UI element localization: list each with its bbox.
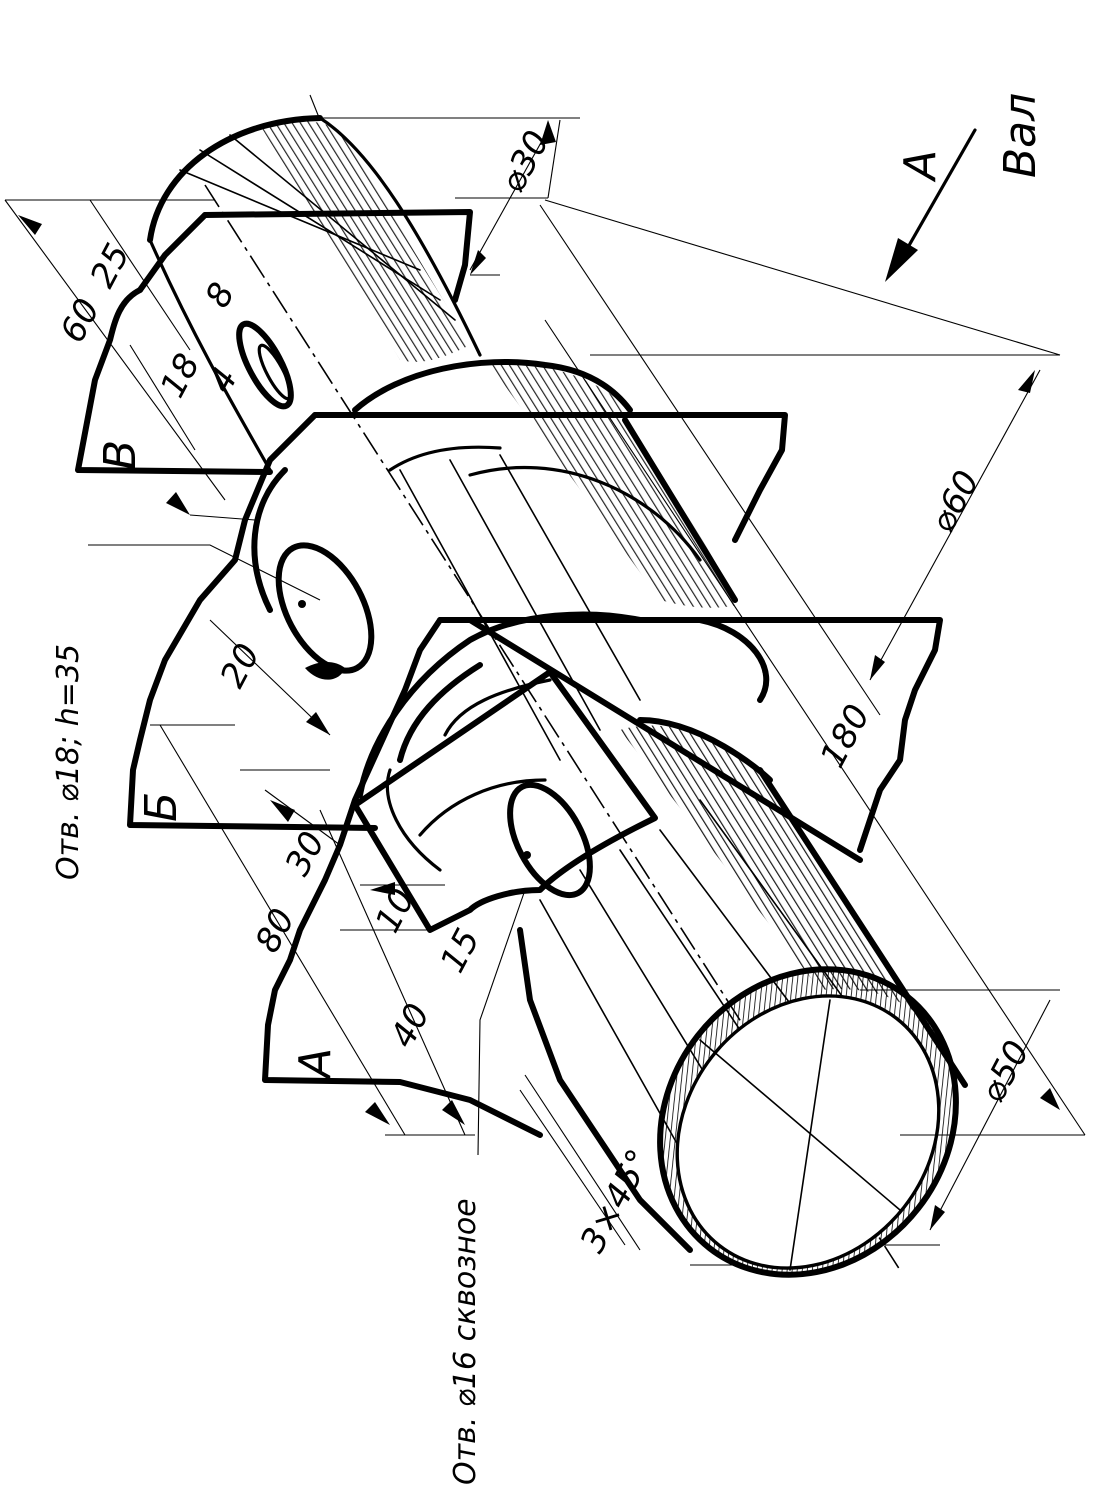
dim-chamfer: 3×45°: [573, 1143, 660, 1259]
dim-15: 15: [433, 922, 489, 979]
keyway-slot: [236, 320, 294, 410]
collar-cylinder: [352, 359, 740, 761]
bottom-hole-note: Отв. ⌀16 сквозное: [448, 1198, 483, 1485]
step-ring: [357, 611, 770, 872]
view-arrow-label: A: [895, 150, 946, 183]
section-label-b: Б: [136, 792, 187, 822]
dimension-arrows: [18, 120, 1060, 1230]
small-end-cylinder: [147, 115, 482, 472]
end-face: [657, 966, 959, 1278]
dim-4: 4: [201, 361, 246, 399]
view-direction-arrow: [885, 128, 977, 282]
section-plane-v: [75, 209, 473, 475]
section-label-a: А: [290, 1048, 341, 1081]
dim-180: 180: [813, 698, 879, 774]
through-hole: [507, 781, 593, 899]
dim-40: 40: [383, 997, 439, 1054]
dimension-lines: [4, 94, 1086, 1266]
blind-hole: [275, 542, 375, 680]
dim-8: 8: [198, 276, 243, 314]
dim-25: 25: [83, 237, 139, 294]
dim-d50: ⌀50: [973, 1034, 1038, 1109]
section-plane-b: [127, 412, 788, 831]
dim-20: 20: [213, 637, 269, 694]
top-hole-note: Отв. ⌀18; h=35: [51, 644, 86, 880]
drawing-title: Вал: [995, 93, 1046, 178]
section-label-v: В: [95, 440, 146, 470]
key-flat: [352, 669, 658, 933]
dim-d60: ⌀60: [923, 464, 988, 539]
dim-60: 60: [53, 292, 109, 349]
